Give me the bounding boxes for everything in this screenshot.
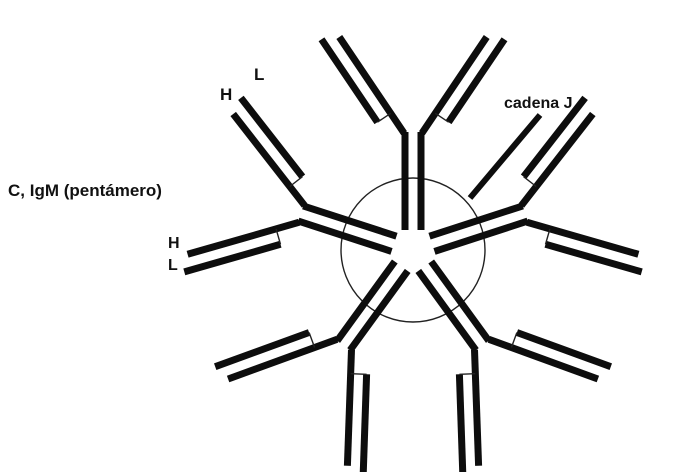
antibody-subunit [184,98,396,272]
disulfide-bond [351,374,367,375]
heavy-chain-arm [188,222,300,254]
disulfide-bond [459,374,475,375]
heavy-chain-arm [233,114,304,206]
light-chain-arm [517,333,611,367]
heavy-chain-label-top: H [220,85,232,104]
heavy-chain-arm [475,350,479,466]
j-chain-label: cadena J [504,95,572,112]
light-chain-arm [459,374,462,472]
light-chain-arm [363,374,366,472]
light-chain-arm [215,333,309,367]
antibody-subunit [215,262,408,472]
heavy-chain-arm [527,222,639,254]
light-chain-label-left: L [168,257,178,274]
heavy-chain-arm [347,350,351,466]
antibody-subunit [322,37,505,230]
disulfide-bond [524,177,537,187]
antibody-subunit [418,262,611,472]
disulfide-bond [435,113,448,122]
disulfide-bond [290,177,303,187]
disulfide-bond [377,113,390,122]
heavy-chain-label-left: H [168,235,180,252]
diagram-title: C, IgM (pentámero) [8,181,162,200]
light-chain-label-top: L [254,65,264,84]
antibody-subunits [184,37,641,472]
heavy-chain-stem [303,206,396,236]
j-chain-pointer [470,115,540,198]
heavy-chain-stem [430,206,523,236]
